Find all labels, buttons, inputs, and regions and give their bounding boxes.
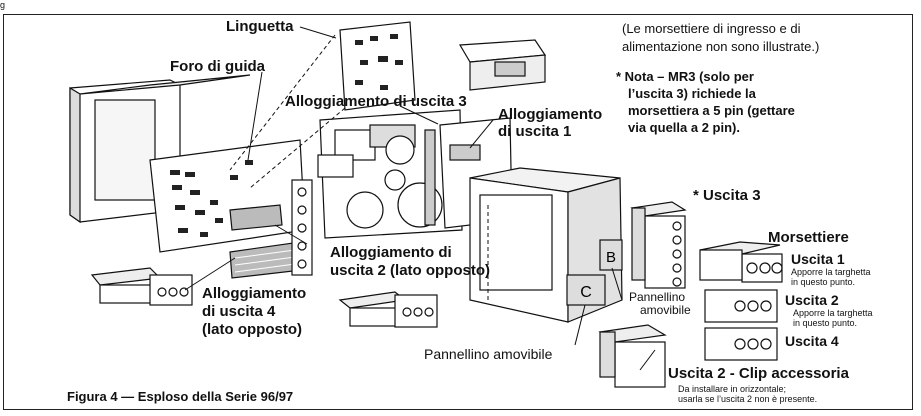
label-pannellino-l1: Pannellino [629, 290, 686, 304]
footnote-line3: morsettiera a 5 pin (gettare [628, 103, 795, 118]
label-uscita-4: Uscita 4 [785, 333, 839, 349]
removable-panel-c: C [566, 274, 606, 306]
dashed-guides [229, 34, 489, 300]
label-alloggiamento-uscita-3: Alloggiamento di uscita 3 [285, 93, 467, 110]
label-alloggiamento-uscita-1-l2: di uscita 1 [498, 123, 572, 140]
output-2-connector [338, 291, 438, 328]
label-targhetta-2-l2: in questo punto. [793, 318, 858, 328]
panel-b-letter: B [606, 249, 616, 266]
leader-lines [184, 26, 656, 371]
output-1-card [458, 39, 547, 91]
main-circuit-board [149, 139, 313, 279]
label-alloggiamento-uscita-2-l1: Alloggiamento di [330, 244, 452, 261]
uscita-3-terminal-block [630, 201, 687, 289]
header-note-line2: alimentazione non sono illustrate.) [622, 39, 820, 54]
label-pannellino-amovibile: Pannellino amovibile [424, 346, 553, 362]
figure-frame [3, 14, 913, 410]
label-alloggiamento-uscita-4-l3: (lato opposto) [202, 321, 302, 338]
label-uscita-2: Uscita 2 [785, 292, 839, 308]
linguetta-card [339, 21, 416, 111]
label-clip-accessoria: Uscita 2 - Clip accessoria [668, 365, 849, 382]
label-alloggiamento-uscita-4-l2: di uscita 4 [202, 303, 276, 320]
output-3-board [317, 109, 513, 239]
label-alloggiamento-uscita-4-l1: Alloggiamento [202, 285, 307, 302]
terminal-block-uscita-1 [699, 241, 783, 283]
label-morsettiere: Morsettiere [768, 229, 849, 246]
label-uscita-1: Uscita 1 [791, 251, 845, 267]
label-linguetta: Linguetta [226, 18, 294, 35]
terminal-block-uscita-4 [704, 327, 778, 361]
footnote-line1: * Nota – MR3 (solo per [616, 69, 754, 84]
label-targhetta-1-l1: Apporre la targhetta [791, 267, 871, 277]
output-4-connector [90, 267, 193, 306]
removable-panel-b: B [599, 239, 623, 271]
figure-caption: Figura 4 — Esploso della Serie 96/97 [67, 389, 294, 404]
footnote-line2: l’uscita 3) richiede la [628, 86, 756, 101]
label-alloggiamento-uscita-1-l1: Alloggiamento [498, 106, 603, 123]
clip-accessoria [598, 324, 667, 388]
label-foro-di-guida: Foro di guida [170, 58, 265, 75]
label-uscita-3: * Uscita 3 [693, 187, 761, 204]
label-targhetta-1-l2: in questo punto. [791, 277, 856, 287]
label-alloggiamento-uscita-2-l2: uscita 2 (lato opposto) [330, 262, 491, 279]
footnote-line4: via quella a 2 pin). [628, 120, 740, 135]
panel-c-letter: C [580, 284, 592, 301]
label-pannellino-l2: amovibile [640, 303, 691, 317]
terminal-block-uscita-2 [704, 289, 778, 323]
clip-note-line2: usarla se l’uscita 2 non è presente. [678, 394, 818, 404]
header-note-line1: (Le morsettiere di ingresso e di [622, 21, 801, 36]
label-targhetta-2-l1: Apporre la targhetta [793, 308, 873, 318]
clip-note-line1: Da installare in orizzontale; [678, 384, 787, 394]
corner-mark: g [0, 0, 6, 10]
